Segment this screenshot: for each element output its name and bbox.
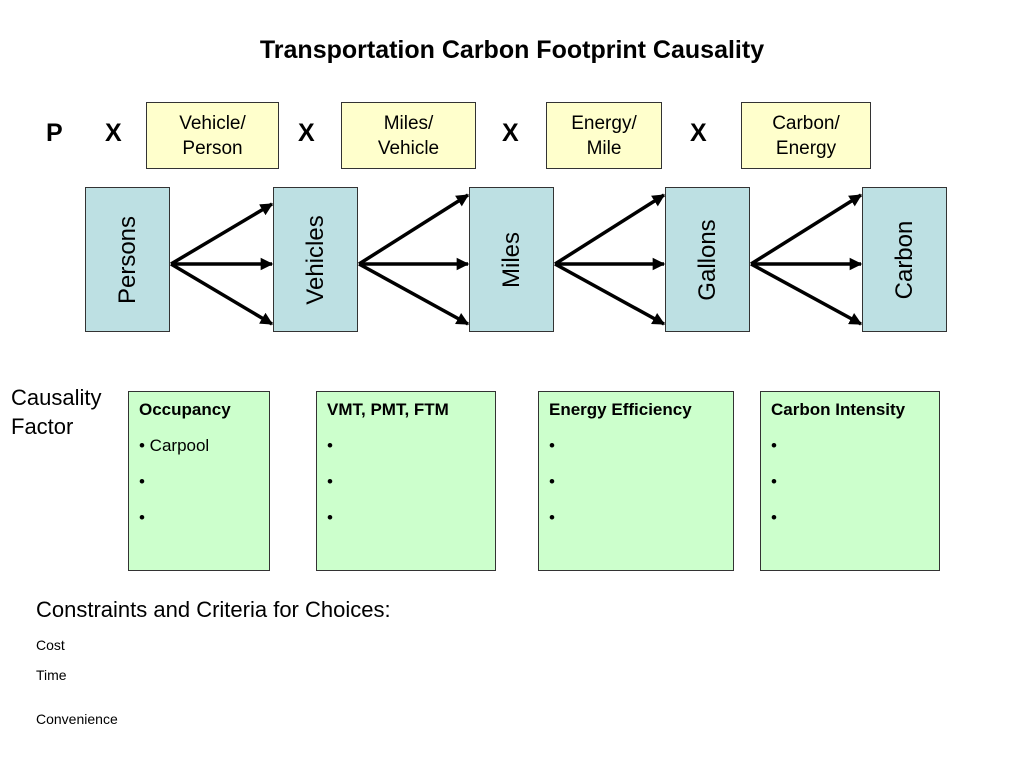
criteria-item-convenience: Convenience — [36, 711, 118, 727]
ratio-numerator: Energy/ — [571, 112, 637, 134]
multiply-sign: X — [298, 119, 315, 147]
arrow-up — [750, 193, 863, 266]
factor-box-carbon-intensity: Carbon Intensity • • • — [760, 391, 940, 571]
factor-bullet: • — [771, 472, 777, 491]
factor-bullet: • — [549, 508, 555, 527]
quantity-label: Miles — [497, 231, 525, 288]
ratio-numerator: Miles/ — [383, 112, 434, 134]
quantity-label: Carbon — [890, 220, 918, 299]
factor-bullet: • — [549, 436, 555, 455]
causality-factor-label: Causality Factor — [11, 383, 101, 441]
ratio-denominator: Person — [182, 137, 243, 159]
quantity-label: Gallons — [693, 218, 721, 301]
causality-label-line1: Causality — [11, 385, 102, 410]
criteria-item-time: Time — [36, 667, 67, 683]
arrow-down — [554, 262, 666, 326]
ratio-numerator: Vehicle/ — [179, 112, 246, 134]
quantity-box-persons: Persons — [85, 187, 170, 332]
factor-bullet: • — [327, 508, 333, 527]
ratio-denominator: Mile — [586, 137, 622, 159]
ratio-miles-per-vehicle: Miles/ Vehicle — [341, 102, 476, 169]
multiply-sign: X — [105, 119, 122, 147]
persons-symbol: P — [46, 119, 63, 147]
factor-title: Carbon Intensity — [771, 400, 906, 419]
quantity-box-carbon: Carbon — [862, 187, 947, 332]
ratio-energy-per-mile: Energy/ Mile — [546, 102, 662, 169]
quantity-box-gallons: Gallons — [665, 187, 750, 332]
quantity-box-miles: Miles — [469, 187, 554, 332]
ratio-carbon-per-energy: Carbon/ Energy — [741, 102, 871, 169]
factor-bullet: • — [139, 472, 145, 491]
arrow-up — [554, 193, 666, 266]
arrow-down — [750, 262, 863, 326]
factor-bullet: • Carpool — [139, 436, 210, 455]
criteria-item-cost: Cost — [36, 637, 65, 653]
ratio-denominator: Energy — [775, 137, 837, 159]
quantity-label: Persons — [113, 215, 141, 304]
factor-bullet: • — [771, 508, 777, 527]
factor-box-energy-efficiency: Energy Efficiency • • • — [538, 391, 734, 571]
arrow-up — [358, 193, 470, 266]
multiply-sign: X — [690, 119, 707, 147]
factor-bullet: • — [327, 436, 333, 455]
factor-title: Energy Efficiency — [549, 400, 692, 419]
quantity-label: Vehicles — [301, 214, 329, 305]
arrow-down — [358, 262, 470, 326]
factor-title: Occupancy — [139, 400, 231, 419]
constraints-heading: Constraints and Criteria for Choices: — [36, 597, 391, 622]
factor-bullet: • — [549, 472, 555, 491]
factor-title: VMT, PMT, FTM — [327, 400, 449, 419]
ratio-vehicle-per-person: Vehicle/ Person — [146, 102, 279, 169]
multiply-sign: X — [502, 119, 519, 147]
ratio-denominator: Vehicle — [377, 137, 440, 159]
factor-box-vmt-pmt-ftm: VMT, PMT, FTM • • • — [316, 391, 496, 571]
causality-label-line2: Factor — [11, 414, 74, 439]
arrow-up — [170, 202, 274, 266]
quantity-box-vehicles: Vehicles — [273, 187, 358, 332]
ratio-numerator: Carbon/ — [772, 112, 840, 134]
slide-title: Transportation Carbon Footprint Causalit… — [259, 36, 765, 64]
factor-bullet: • — [327, 472, 333, 491]
factor-box-occupancy: Occupancy • Carpool • • — [128, 391, 270, 571]
factor-bullet: • — [771, 436, 777, 455]
arrow-down — [170, 262, 274, 326]
factor-bullet: • — [139, 508, 145, 527]
